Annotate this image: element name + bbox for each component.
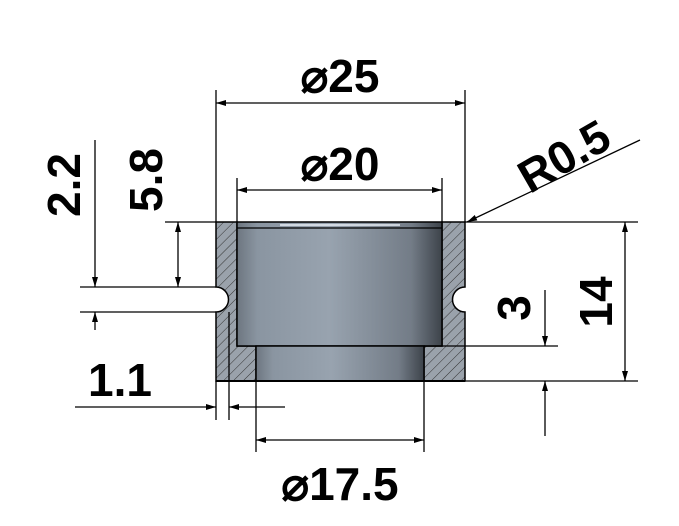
upper-bore (236, 221, 443, 347)
dim-outer-diameter: ⌀25 (301, 50, 380, 102)
dim-groove-width: 2.2 (38, 153, 90, 217)
dim-step-height: 3 (488, 295, 540, 321)
dim-radius: R0.5 (509, 109, 619, 203)
dim-lower-bore-diameter: ⌀17.5 (281, 458, 398, 510)
dim-wall-offset: 1.1 (88, 354, 152, 406)
dim-inner-diameter: ⌀20 (301, 138, 380, 190)
lower-bore (255, 345, 425, 382)
dimension-lines (75, 100, 641, 443)
part-section (215, 221, 466, 382)
dim-height: 14 (570, 276, 622, 328)
extension-lines (80, 90, 638, 452)
dim-groove-depth: 5.8 (120, 148, 172, 212)
